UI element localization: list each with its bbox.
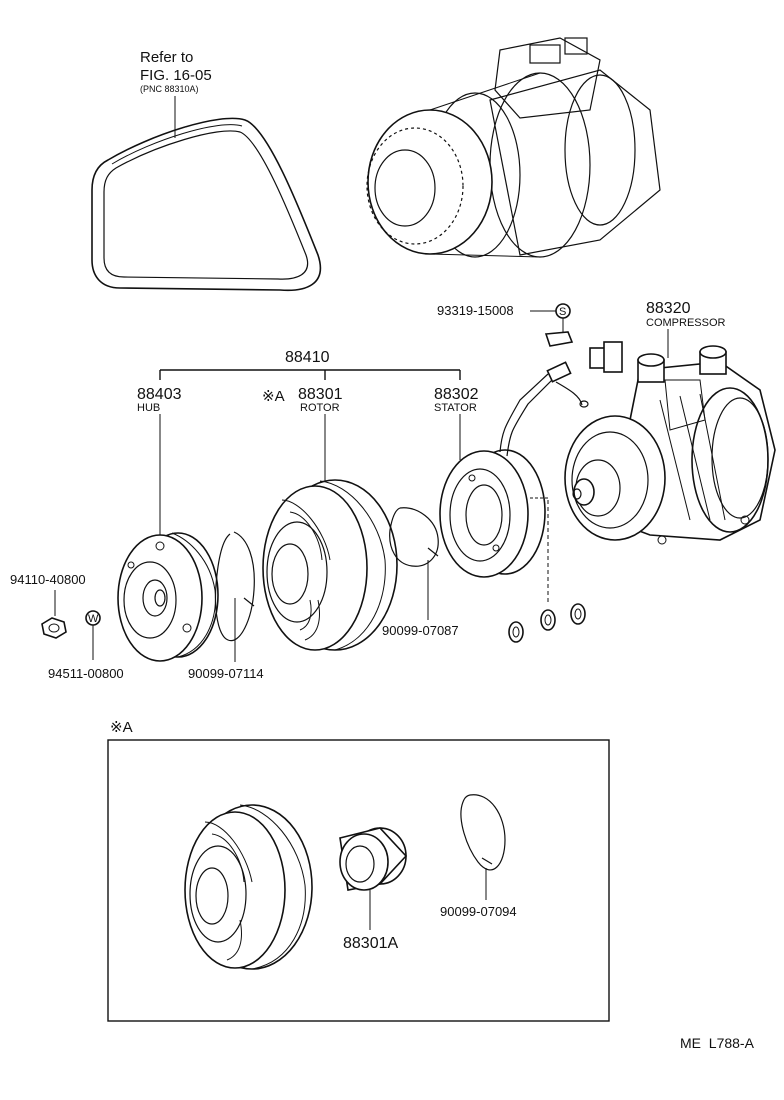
hub-name: HUB [137,402,160,414]
detail-a-frame [107,739,610,1022]
nut-part [41,617,67,639]
clamp-number: 93319-15008 [437,303,514,318]
hub-snap-ring [214,531,255,642]
stator-number: 88302 [434,386,479,403]
rotor-name: ROTOR [300,402,340,414]
belt-ref-line1: Refer to [140,49,193,66]
washer-symbol-letter: W [88,613,99,625]
compressor-top-illustration [366,37,661,258]
drive-belt [91,117,321,292]
detail-rotor-part [184,804,313,970]
belt-ref-line2: FIG. 16-05 [140,67,212,84]
detail-a-title: ※A [110,719,133,736]
rotor-snap-ring-number: 90099-07087 [382,623,459,638]
washer-number: 94511-00800 [48,666,124,681]
compressor-part [564,345,776,545]
stator-name: STATOR [434,402,477,414]
compressor-name: COMPRESSOR [646,317,726,329]
rotor-part [262,479,398,651]
hub-number: 88403 [137,386,182,403]
clamp-part [544,331,574,347]
clamp-symbol-letter: S [559,306,566,318]
detail-snap-ring [460,794,506,871]
assy-number: 88410 [285,349,330,366]
hub-snap-ring-number: 90099-07114 [188,666,264,681]
shim-parts [508,603,586,643]
bearing-number: 88301A [343,935,398,952]
belt-ref-line3: (PNC 88310A) [140,84,199,94]
rotor-snap-ring [389,507,439,567]
nut-number: 94110-40800 [10,572,86,587]
compressor-number: 88320 [646,300,691,317]
diagram-code: ME L788-A [680,1035,755,1051]
bearing-part [339,827,408,891]
detail-snap-ring-number: 90099-07094 [440,904,517,919]
rotor-mark: ※A [262,388,285,405]
hub-part [117,532,219,662]
rotor-number: 88301 [298,386,343,403]
stator-part [439,341,623,578]
